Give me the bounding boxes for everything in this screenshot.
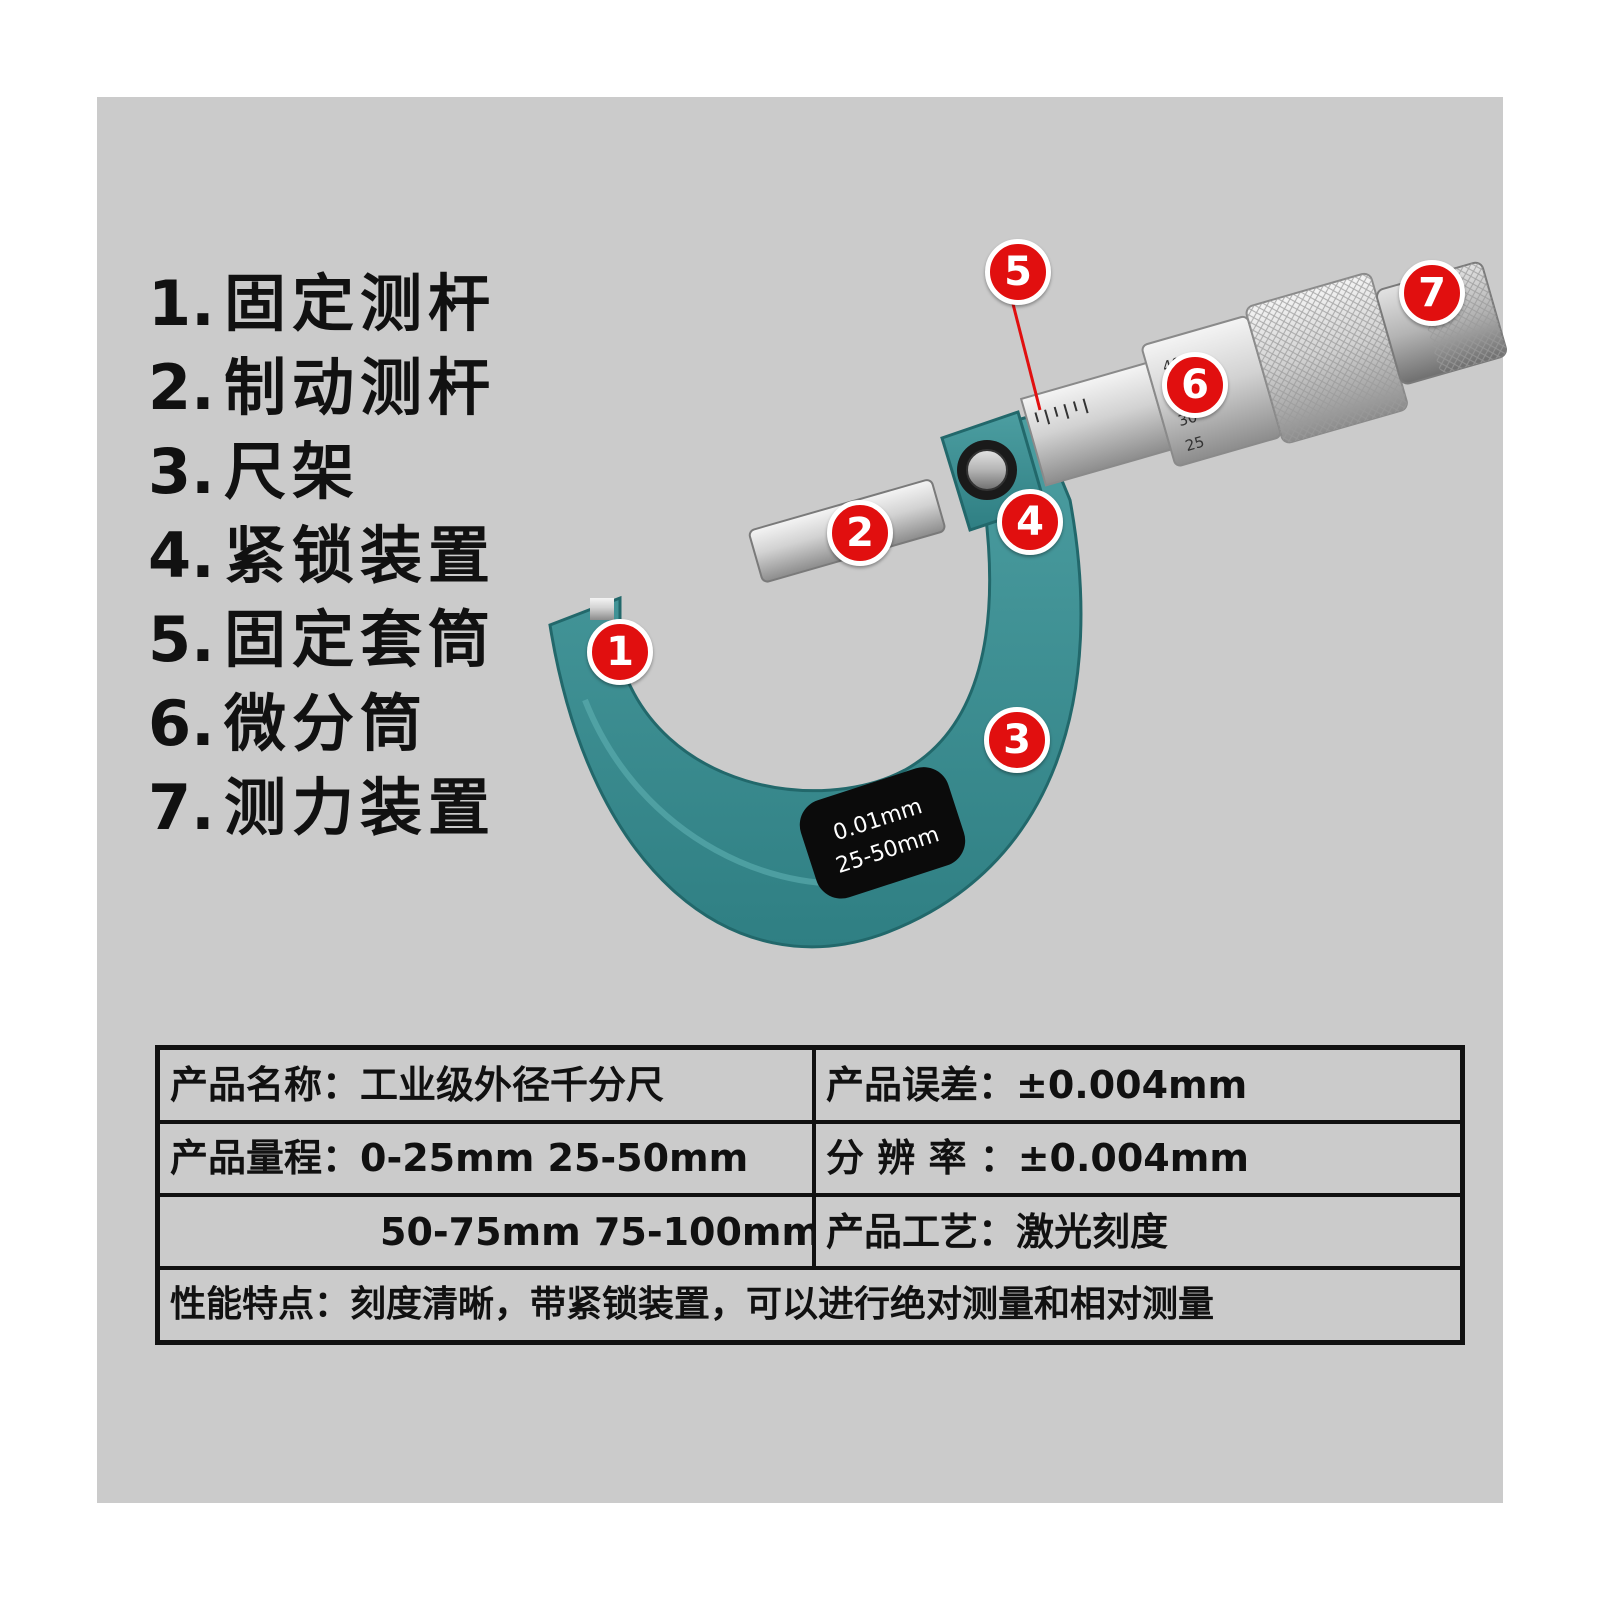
spec-product-error: 产品误差：±0.004mm — [812, 1045, 1465, 1124]
micrometer-illustration: 40 35 30 25 0.01mm 25-50mm — [548, 261, 1508, 949]
badge-4: 4 — [997, 489, 1063, 555]
parts-list-item: 7.测力装置 — [148, 771, 497, 844]
parts-list-item: 3.尺架 — [148, 435, 361, 508]
spec-resolution: 分 辨 率 ：±0.004mm — [812, 1119, 1465, 1197]
badge-3: 3 — [984, 707, 1050, 773]
badge-7: 7 — [1399, 260, 1465, 326]
spec-features: 性能特点：刻度清晰，带紧锁装置，可以进行绝对测量和相对测量 — [155, 1266, 1465, 1345]
label-plate — [799, 767, 966, 899]
badge-2: 2 — [827, 500, 893, 566]
parts-list-item: 6.微分筒 — [148, 687, 429, 760]
spec-product-name: 产品名称：工业级外径千分尺 — [155, 1045, 816, 1124]
spec-table: 产品名称：工业级外径千分尺 产品误差：±0.004mm 产品量程：0-25mm … — [155, 1045, 1465, 1345]
thimble-scale-label: 25 — [1183, 433, 1206, 456]
knurl-texture — [1246, 273, 1407, 443]
spec-range-line1: 产品量程：0-25mm 25-50mm — [155, 1119, 816, 1197]
parts-list-item: 2.制动测杆 — [148, 351, 497, 424]
spec-process: 产品工艺：激光刻度 — [812, 1192, 1465, 1271]
spec-row: 50-75mm 75-100mm 产品工艺：激光刻度 — [155, 1192, 1465, 1271]
sleeve-scale — [1034, 398, 1089, 425]
lock-knob-cap — [966, 449, 1008, 491]
parts-list-item: 4.紧锁装置 — [148, 519, 497, 592]
spec-row: 产品名称：工业级外径千分尺 产品误差：±0.004mm — [155, 1045, 1465, 1124]
badge-5-leader-line — [1010, 299, 1042, 411]
spec-row: 产品量程：0-25mm 25-50mm 分 辨 率 ：±0.004mm — [155, 1119, 1465, 1197]
badge-6: 6 — [1162, 352, 1228, 418]
parts-list-item: 5.固定套筒 — [148, 603, 497, 676]
spec-range-line2: 50-75mm 75-100mm — [155, 1192, 816, 1271]
spec-row: 性能特点：刻度清晰，带紧锁装置，可以进行绝对测量和相对测量 — [155, 1266, 1465, 1345]
parts-list: 1.固定测杆 2.制动测杆 3.尺架 4.紧锁装置 5.固定套筒 6.微分筒 7… — [148, 262, 496, 850]
parts-list-item: 1.固定测杆 — [148, 267, 497, 340]
badge-5: 5 — [985, 239, 1051, 305]
anvil — [590, 598, 614, 620]
sleeve — [1019, 361, 1173, 487]
badge-1: 1 — [587, 619, 653, 685]
